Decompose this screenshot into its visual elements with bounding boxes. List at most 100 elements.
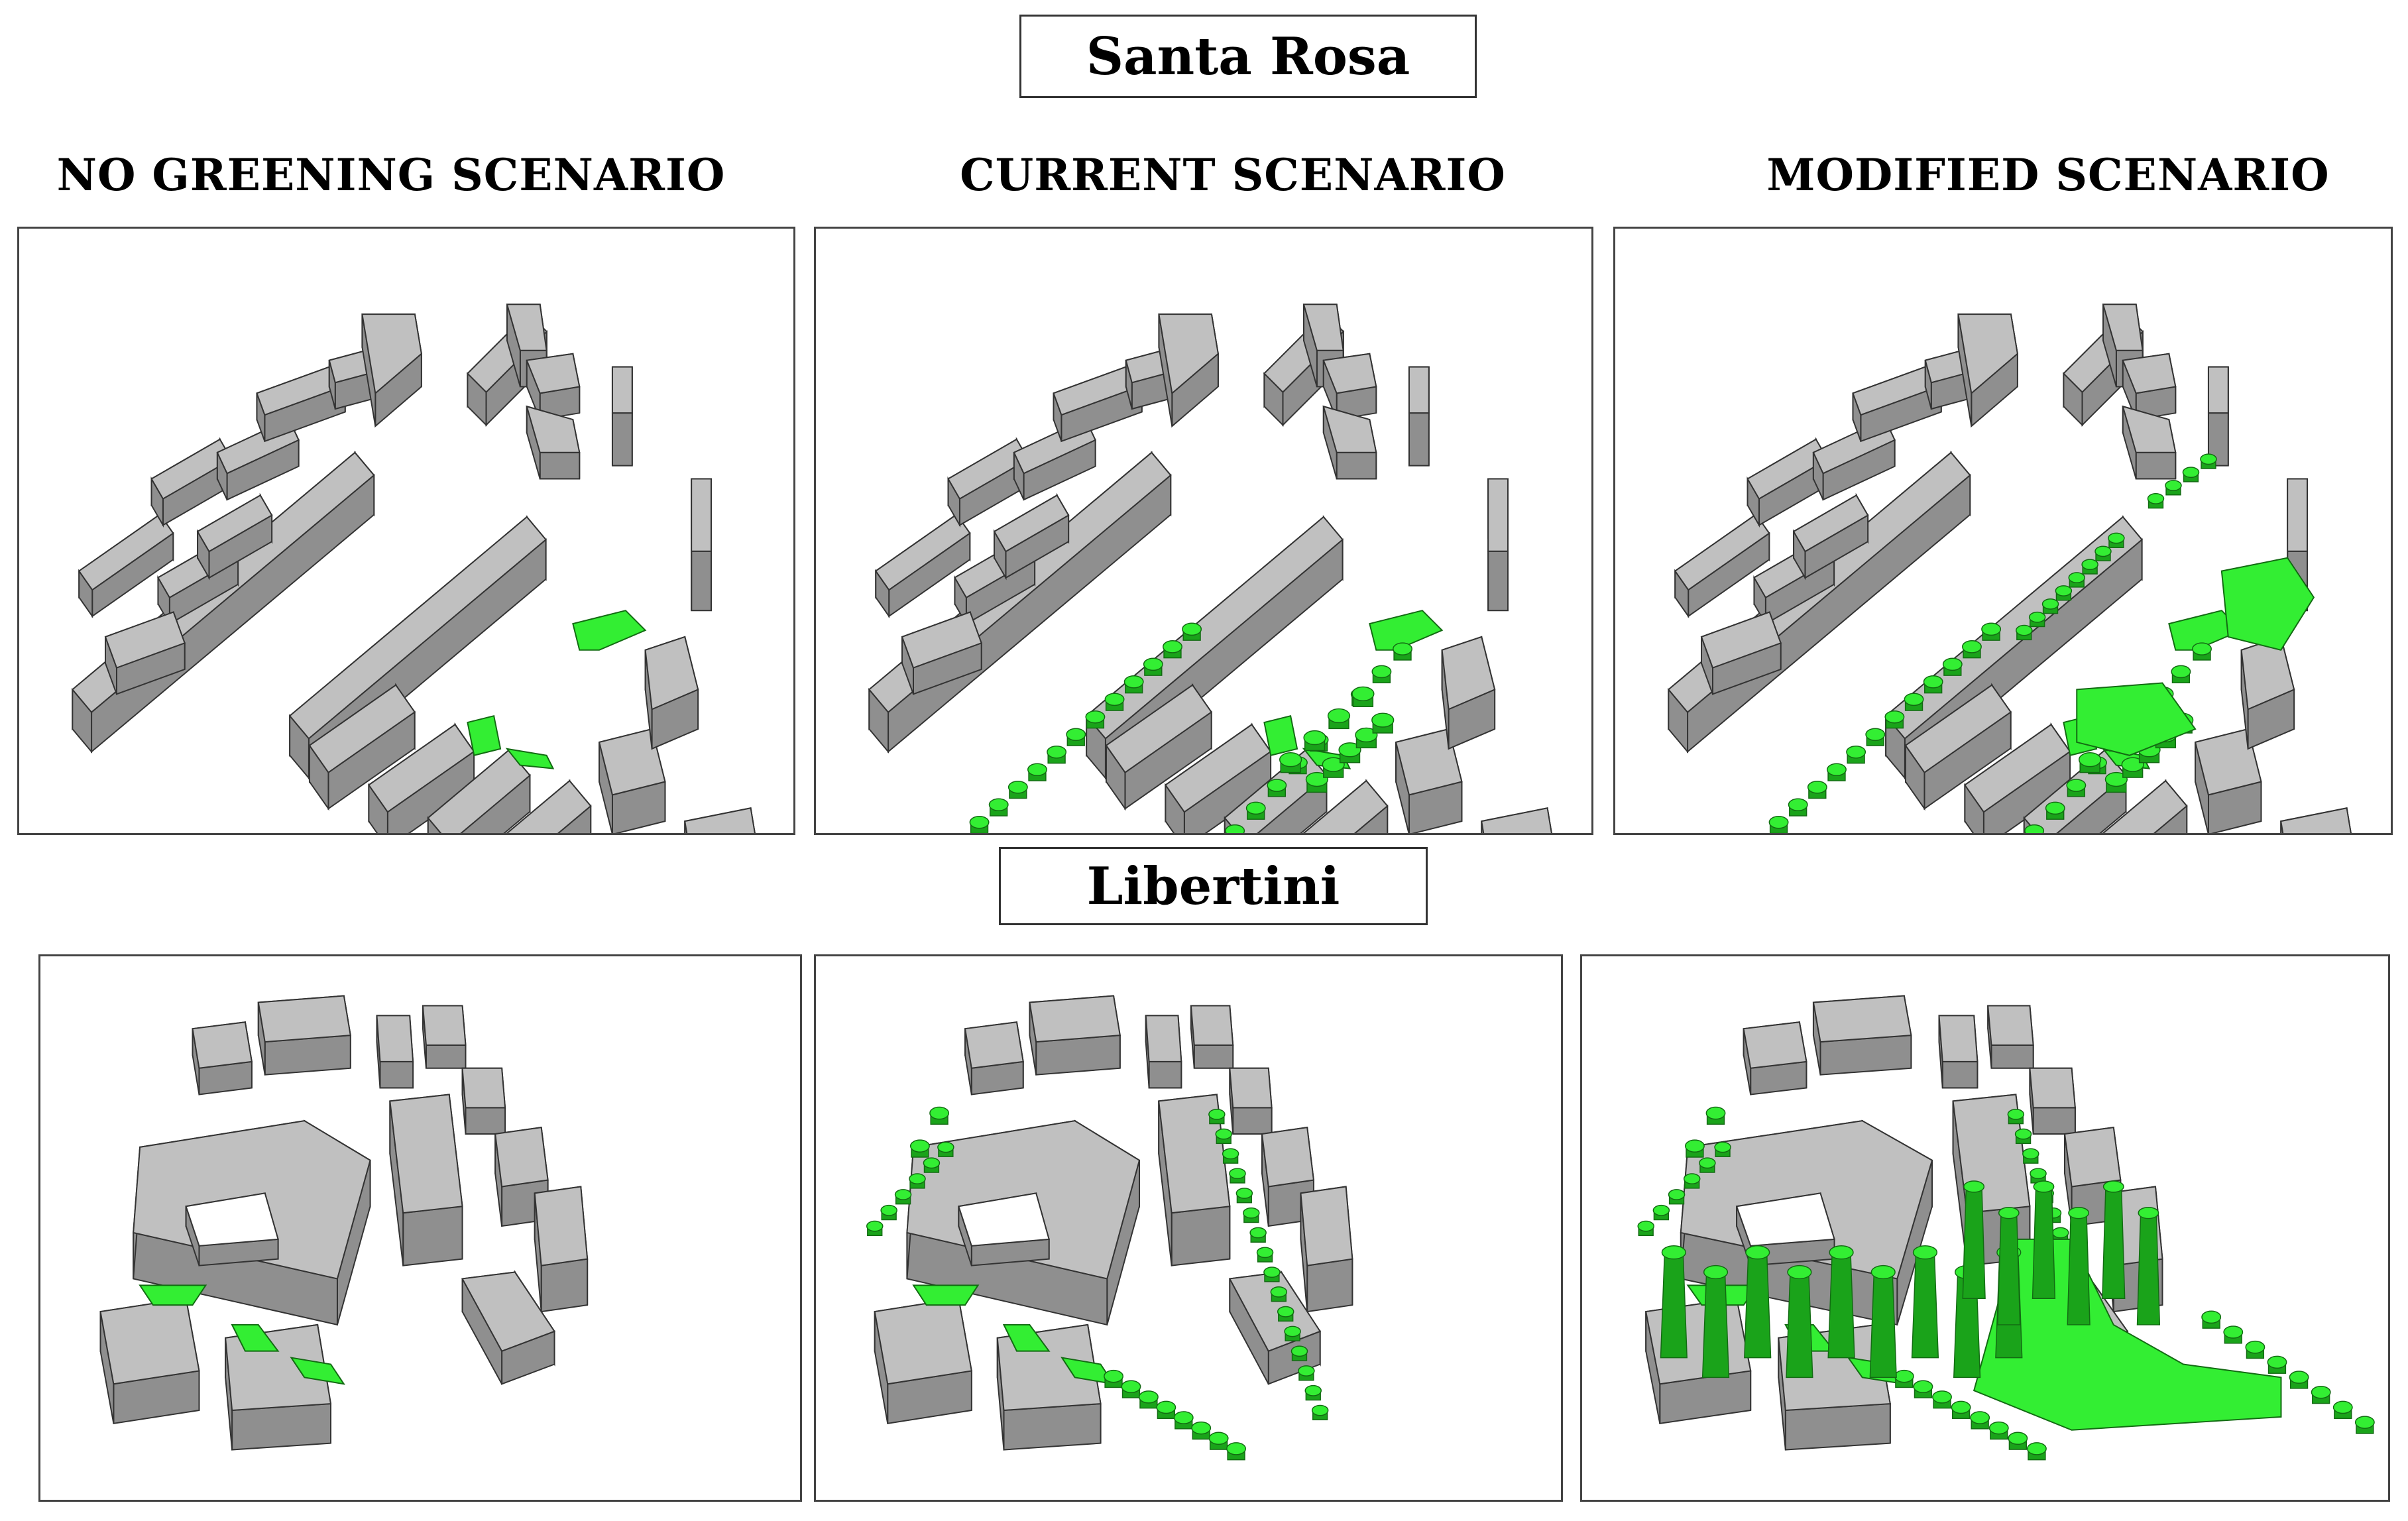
tall-tree-e-4: [2102, 1180, 2126, 1299]
tree-row-w-0: [866, 1220, 884, 1237]
tree-row-a-5: [1788, 798, 1808, 817]
tree-row-e-15: [1311, 1404, 1329, 1421]
building-se-3: [2280, 807, 2352, 833]
tree-row-e-10: [1277, 1306, 1294, 1322]
tree-row-s-6: [2008, 1432, 2028, 1450]
building-n-2: [1029, 995, 1121, 1076]
tree-row-b-4: [1245, 801, 1266, 820]
tree-cluster-center-1: [2121, 757, 2144, 778]
building-se-1: [1395, 728, 1463, 833]
tree-row-se-1: [2223, 1325, 2244, 1344]
building-sw-1: [874, 1298, 972, 1425]
building-n-1: [1743, 1021, 1807, 1096]
building-e-thin-1: [611, 366, 633, 467]
tree-row-se-5: [2311, 1385, 2331, 1404]
tree-row-b-10: [1371, 665, 1392, 683]
building-nw-1: [874, 512, 971, 618]
section-title-santa-rosa-text: Santa Rosa: [1086, 26, 1410, 87]
tall-tree-0: [1660, 1245, 1688, 1359]
tree-row-s-4: [1970, 1411, 1990, 1430]
tree-row-s-6: [1208, 1432, 1229, 1450]
tree-cluster-center-2-1: [1303, 730, 1326, 752]
building-e-2: [494, 1126, 549, 1227]
tall-tree-e-1: [1997, 1206, 2021, 1325]
tree-row-s-1: [1913, 1380, 1933, 1398]
tree-row-s-2: [1138, 1390, 1159, 1409]
tall-tree-3: [1786, 1265, 1813, 1379]
green-area-ne: [2168, 610, 2243, 651]
tree-row-a-5: [988, 798, 1009, 817]
building-se-1: [2194, 728, 2262, 833]
building-c-1: [1105, 683, 1213, 811]
building-se-L: [461, 1270, 556, 1385]
tree-row-se-0: [2201, 1310, 2222, 1329]
building-e-3: [534, 1186, 589, 1313]
tree-row-a-13: [1942, 657, 1963, 676]
tree-row-a-4: [969, 815, 990, 833]
building-sw-1: [1645, 1298, 1752, 1424]
panel-santa-rosa-modified: [1613, 227, 2393, 835]
tree-row-s-5: [1988, 1421, 2009, 1440]
tree-row-e-3: [2030, 1168, 2047, 1184]
tree-row-w-3: [1683, 1173, 1701, 1189]
building-nw-6: [993, 492, 1070, 581]
tree-row-se-2: [2245, 1340, 2265, 1359]
tree-row-a-9: [1066, 728, 1086, 746]
green-area-c: [231, 1324, 280, 1352]
tree-row-s-7: [2026, 1442, 2047, 1461]
tree-row-se-7: [2354, 1416, 2375, 1434]
tree-row-se-3: [2267, 1355, 2287, 1374]
tree-row-w-3: [909, 1173, 926, 1189]
green-area-c: [1002, 1324, 1051, 1352]
panel-santa-rosa-current: [814, 227, 1593, 835]
tree-cluster-center-1: [1322, 757, 1345, 778]
city-model-libertini-modified: [1637, 995, 2375, 1461]
tree-row-w-5: [937, 1141, 954, 1157]
tree-row-a-13: [1143, 657, 1163, 676]
panel-libertini-current: [814, 954, 1563, 1502]
tree-row-e-2: [2022, 1148, 2039, 1164]
panel-libertini-no-greening: [38, 954, 802, 1502]
building-c-1: [1904, 683, 2012, 811]
tree-row-ne-1: [2165, 480, 2182, 496]
building-e-mid: [1441, 636, 1496, 750]
tree-row-e-4: [1235, 1188, 1253, 1204]
tree-row-se-4: [2289, 1371, 2309, 1389]
building-nw-7: [1700, 611, 1782, 695]
tall-tree-4: [1827, 1245, 1855, 1359]
tree-row-s-2: [1932, 1390, 1952, 1409]
tree-row-s-3: [1156, 1400, 1176, 1419]
tree-row-north-3: [2055, 585, 2073, 601]
tree-row-e-7: [1256, 1247, 1274, 1263]
tree-row-a-9: [1865, 728, 1886, 746]
tree-row-b-3: [2024, 824, 2045, 833]
tree-nw-2: [929, 1106, 950, 1125]
building-e-thin-2: [691, 478, 712, 612]
tree-row-a-15: [1182, 622, 1202, 641]
building-ne-2: [1322, 353, 1377, 421]
tree-row-a-6: [1807, 780, 1827, 799]
building-c-4: [2102, 779, 2188, 833]
tall-tree-5: [1869, 1265, 1897, 1379]
building-n-4: [422, 1005, 467, 1069]
tree-row-e-1: [1215, 1128, 1232, 1145]
building-nw-2: [150, 437, 233, 528]
tree-cluster-center-2-2: [1327, 708, 1351, 730]
column-heading-current: CURRENT SCENARIO: [960, 149, 1506, 201]
building-sw-1: [99, 1298, 200, 1424]
green-area-plaza-center: [2076, 682, 2197, 756]
tree-row-e-6: [1249, 1227, 1267, 1243]
tall-tree-e-5: [2136, 1206, 2161, 1325]
tree-row-a-8: [1846, 745, 1866, 764]
tree-row-w-0: [1637, 1220, 1654, 1237]
tree-row-ne-0: [2147, 493, 2165, 509]
city-model-libertini-no-greening: [99, 995, 589, 1451]
tree-row-b-5: [2066, 779, 2087, 797]
tree-row-s-1: [1121, 1380, 1141, 1398]
building-nw-1: [78, 512, 174, 618]
tree-row-a-10: [1884, 710, 1905, 729]
tree-row-e-5: [1243, 1207, 1260, 1223]
section-title-libertini: Libertini: [999, 847, 1428, 925]
tree-row-north-7: [2108, 532, 2125, 548]
tree-row-e-9: [1270, 1286, 1288, 1302]
